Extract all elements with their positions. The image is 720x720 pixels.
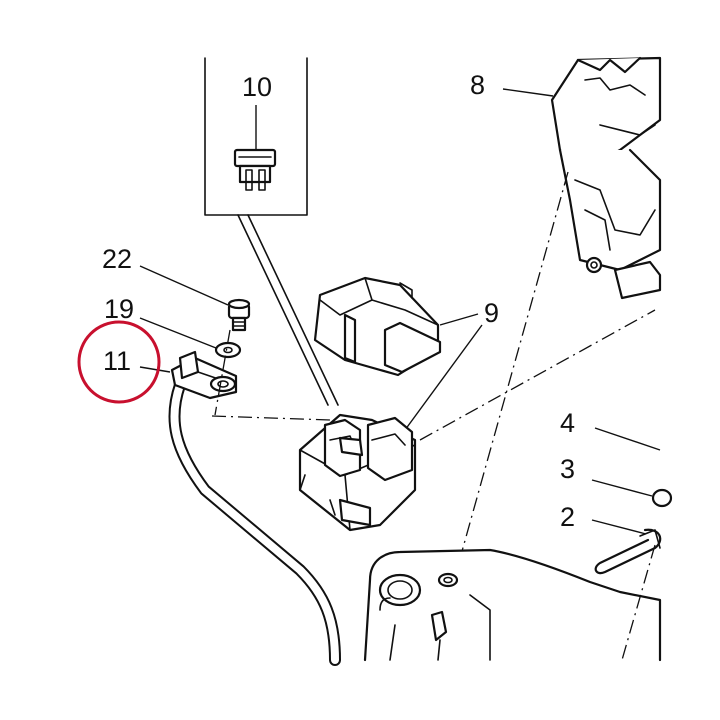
callout-11: 11 — [103, 346, 131, 376]
lower-tray-part[interactable] — [363, 548, 662, 662]
leader-8 — [502, 88, 554, 97]
callout-9: 9 — [484, 298, 499, 328]
terminal-to-relay-axis — [211, 415, 331, 421]
part-2-spring-clip[interactable] — [594, 528, 662, 575]
fuse-inset — [204, 57, 308, 216]
highlight-ring-11 — [77, 320, 161, 404]
screw-part[interactable] — [227, 298, 251, 332]
leader-2 — [591, 519, 647, 535]
housing-bracket-part[interactable] — [550, 56, 662, 300]
clip-axis — [621, 544, 656, 661]
leader-3 — [591, 479, 653, 497]
leader-19 — [139, 317, 217, 349]
leader-9-cover — [439, 313, 479, 326]
callout-8: 8 — [470, 70, 485, 100]
cable-terminal-part[interactable] — [168, 350, 341, 666]
leader-11 — [139, 366, 171, 373]
washer-part[interactable] — [214, 341, 242, 359]
relay-axis — [419, 309, 656, 441]
callout-2: 2 — [560, 502, 575, 532]
leader-9-relay — [404, 324, 483, 431]
callout-22: 22 — [102, 244, 132, 274]
leader-4 — [594, 427, 661, 451]
starter-relay-part[interactable] — [298, 413, 417, 532]
callout-3: 3 — [560, 454, 575, 484]
inset-projection-left — [237, 214, 329, 406]
screw-axis — [214, 329, 231, 416]
inset-frame — [204, 57, 308, 216]
fuse-part[interactable] — [233, 148, 277, 191]
inset-projection-right — [247, 214, 339, 406]
callout-4: 4 — [560, 408, 575, 438]
leader-22 — [139, 265, 229, 306]
part-3-grommet[interactable] — [651, 488, 673, 508]
relay-cover-part[interactable] — [313, 276, 442, 377]
callout-19: 19 — [104, 294, 134, 324]
callout-10: 10 — [242, 72, 272, 102]
